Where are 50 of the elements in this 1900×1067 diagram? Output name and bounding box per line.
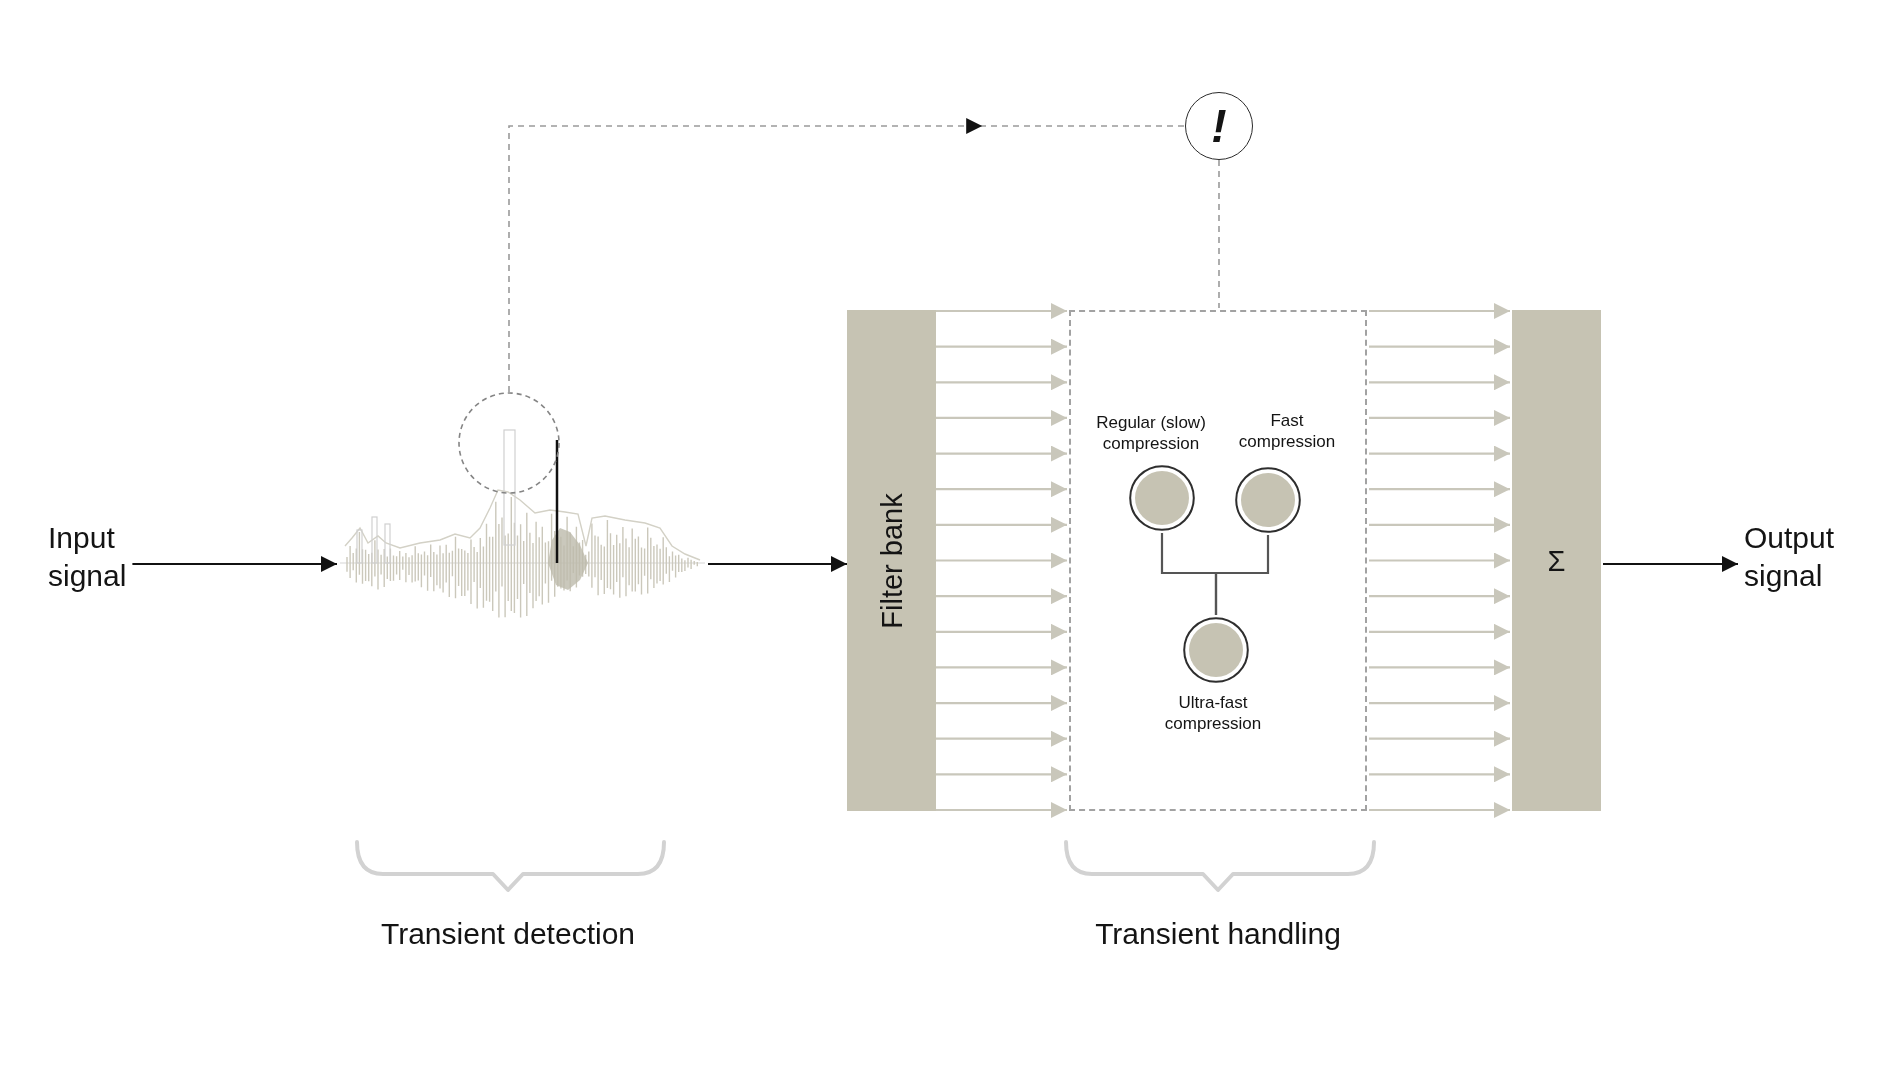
arrow: [936, 338, 1067, 355]
signal-label: Input signal: [48, 519, 127, 595]
arrow: [1369, 445, 1510, 462]
arrow: [936, 659, 1067, 676]
sigma-symbol: Σ: [1547, 546, 1566, 575]
bracket-caption: Transient handling: [1095, 916, 1341, 952]
arrow: [1369, 338, 1510, 355]
arrow: [936, 516, 1067, 533]
arrow: [936, 623, 1067, 640]
arrow: [936, 802, 1067, 818]
arrow: [936, 730, 1067, 747]
arrow: [1369, 303, 1510, 319]
arrow: [1369, 588, 1510, 605]
arrow: [1369, 766, 1510, 783]
arrow: [936, 695, 1067, 712]
arrow: [1369, 409, 1510, 426]
arrow: [936, 481, 1067, 498]
circle-label: Regular (slow) compression: [1095, 412, 1207, 454]
rotated-label: Filter bank: [877, 492, 906, 629]
signal-label: Output signal: [1744, 519, 1835, 595]
dashed-arrow: [508, 118, 1186, 393]
arrow: [1369, 659, 1510, 676]
dashed-line: [1218, 159, 1220, 309]
arrow: [1369, 802, 1510, 818]
arrow: [1369, 623, 1510, 640]
filter-bank-block: [847, 310, 936, 811]
dashed-frame: [1069, 310, 1367, 811]
dashed-circle: [458, 392, 560, 494]
arrow: [1369, 481, 1510, 498]
arrow: [936, 303, 1067, 319]
connector-line: [1214, 535, 1270, 615]
arrow: [936, 374, 1067, 391]
arrow: [1369, 374, 1510, 391]
arrow: [936, 766, 1067, 783]
arrow: [936, 445, 1067, 462]
arrow: [936, 552, 1067, 569]
arrow: [1369, 695, 1510, 712]
bracket-caption: Transient detection: [381, 916, 635, 952]
arrow: [1603, 556, 1738, 572]
summation-block: [1512, 310, 1601, 811]
arrow: [936, 588, 1067, 605]
arrow: [132, 556, 337, 572]
exclamation-mark: !: [1210, 103, 1228, 149]
arrow: [936, 409, 1067, 426]
circle-label: Fast compression: [1237, 410, 1337, 452]
arrow: [1369, 730, 1510, 747]
arrow: [708, 556, 847, 572]
circle-label: Ultra-fast compression: [1163, 692, 1263, 734]
arrow: [1369, 552, 1510, 569]
arrow: [1369, 516, 1510, 533]
